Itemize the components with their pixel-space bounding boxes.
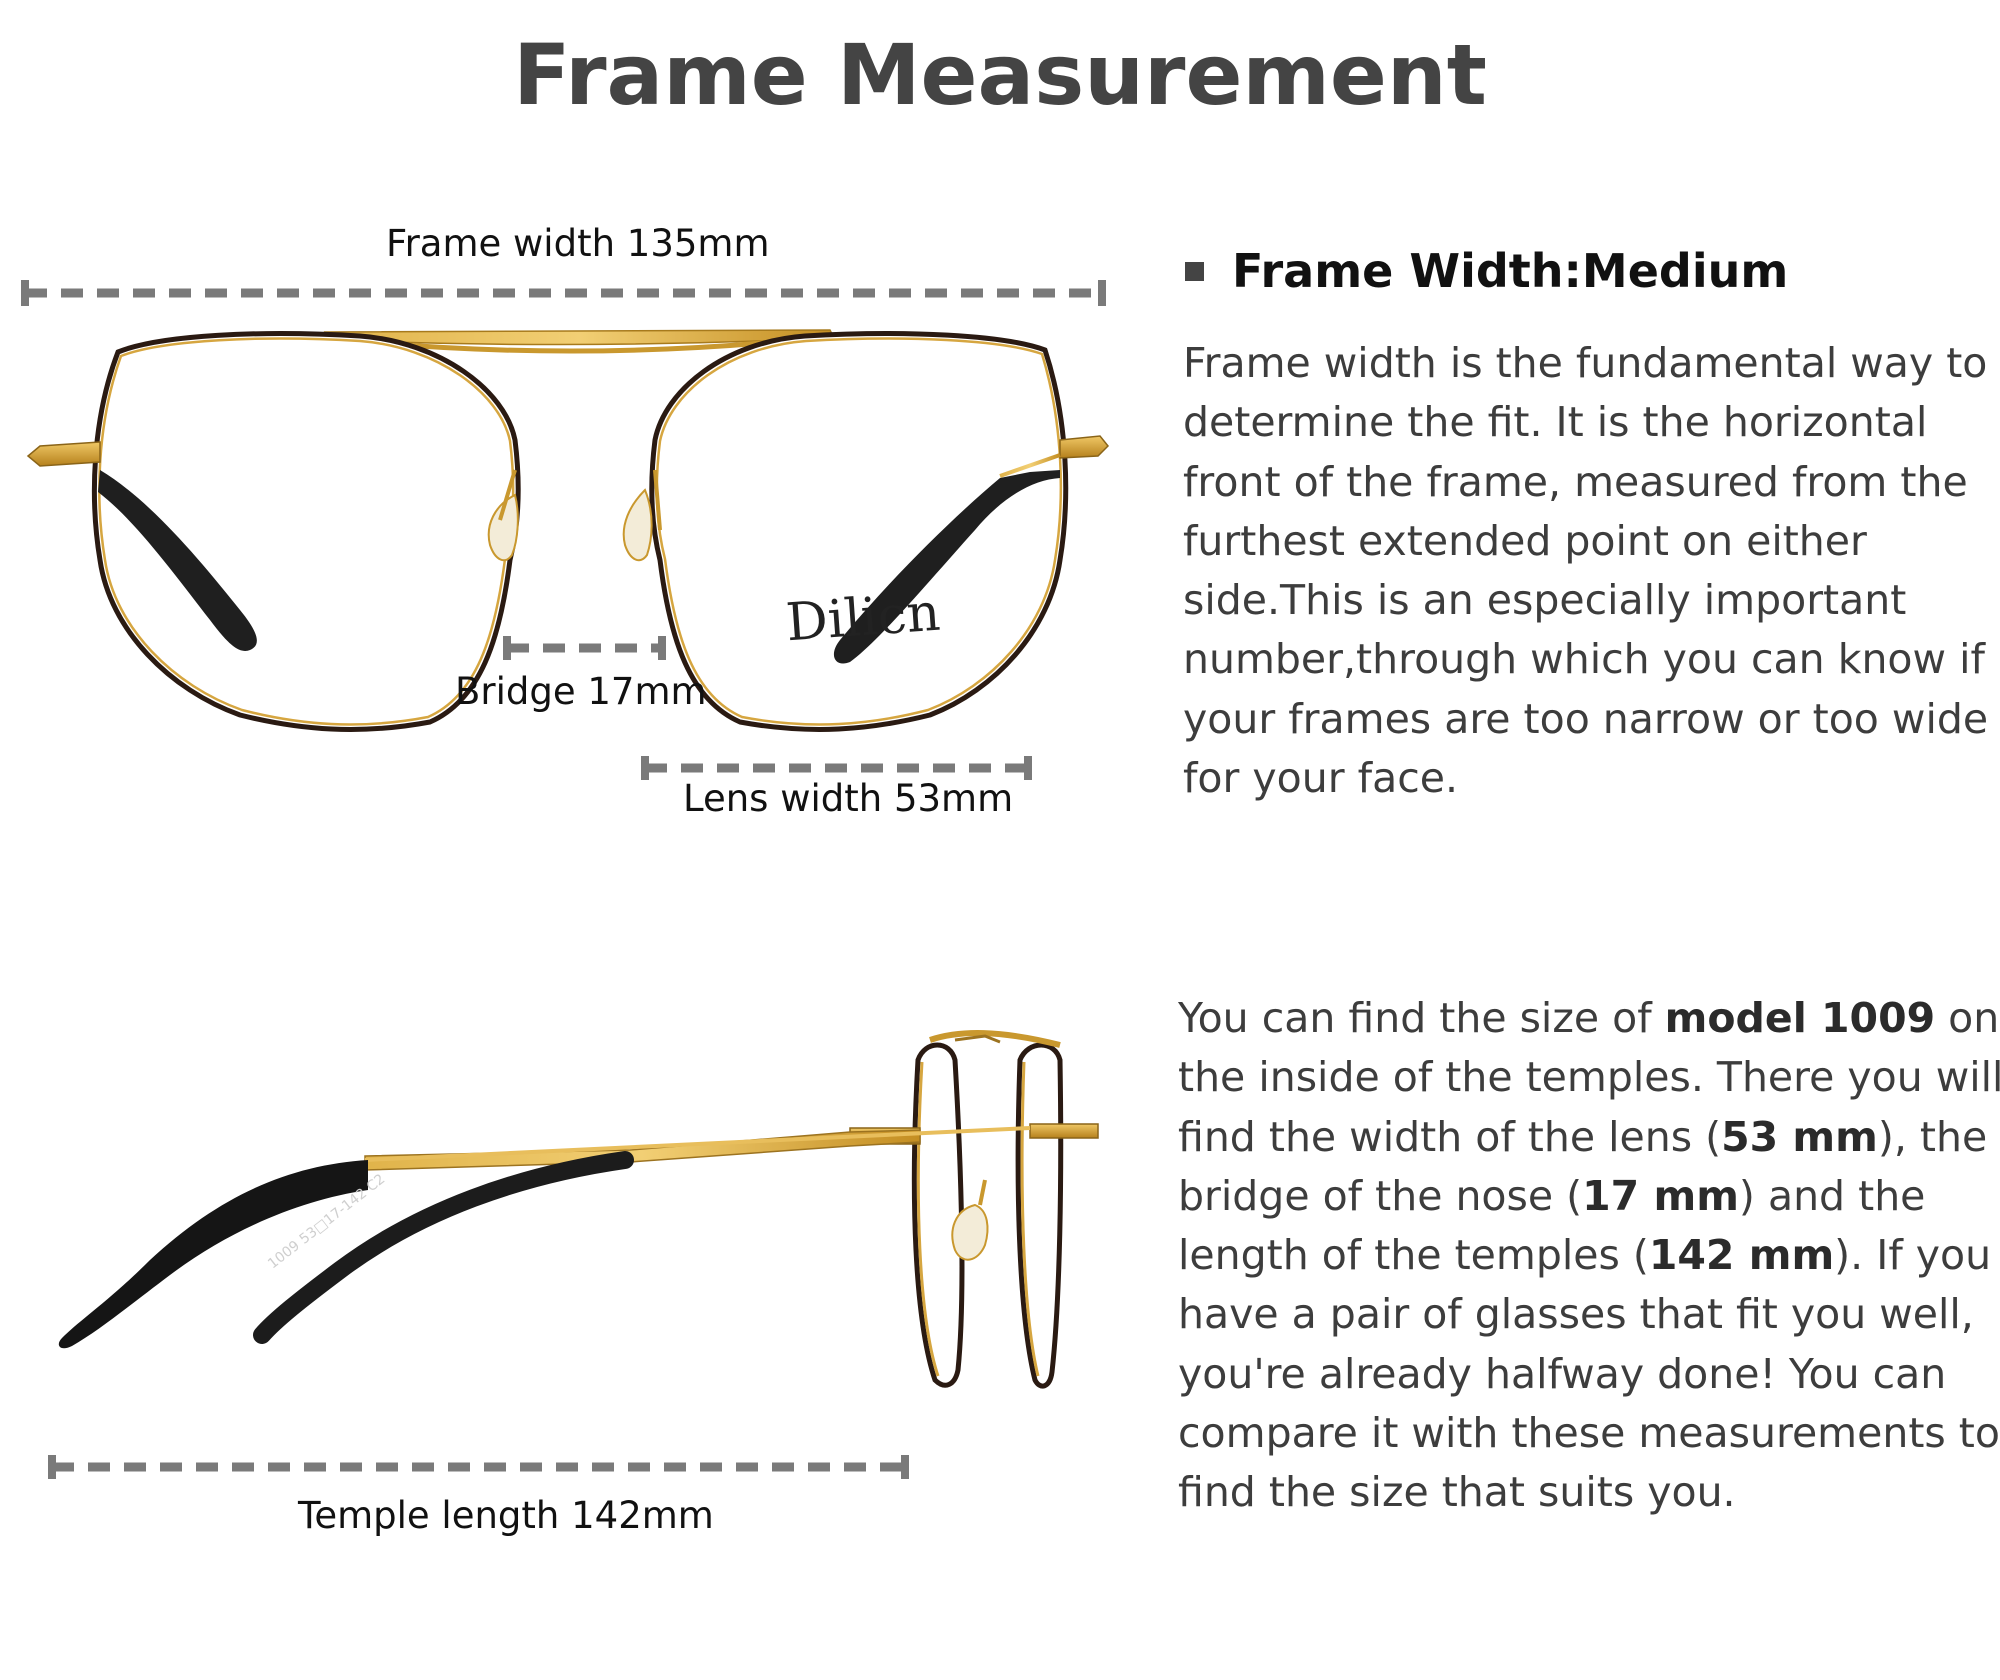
text-run: ) and the	[1738, 1171, 1926, 1220]
paragraph-line: You can find the size of model 1009 on	[1178, 989, 1999, 1048]
paragraph-line: find the size that suits you.	[1178, 1468, 1736, 1517]
bridge-value: 17 mm	[1582, 1171, 1739, 1220]
frame-width-description: Frame width is the fundamental way to de…	[1183, 334, 1989, 808]
square-bullet-icon	[1185, 261, 1204, 281]
text-run: ). If you	[1834, 1231, 1992, 1280]
brand-logo: Dilicn	[784, 582, 943, 654]
paragraph-line: front of the frame, measured from the	[1183, 457, 1968, 506]
model-number: model 1009	[1664, 994, 1936, 1042]
paragraph-line: you're already halfway done! You can	[1178, 1349, 1947, 1398]
paragraph-line: bridge of the nose (17 mm) and the	[1178, 1167, 1988, 1226]
glasses-front-view	[26, 329, 1110, 732]
paragraph-line: number,through which you can know if	[1183, 635, 1985, 684]
text-run: length of the temples (	[1178, 1231, 1649, 1280]
temple-length-value: 142 mm	[1648, 1231, 1835, 1280]
bridge-measure-line	[503, 636, 666, 660]
paragraph-line: Frame width is the fundamental way to	[1183, 339, 1988, 387]
glasses-side-view	[58, 1030, 1099, 1389]
paragraph-line: side.This is an especially important	[1183, 576, 1907, 625]
text-run: bridge of the nose (	[1178, 1171, 1583, 1220]
bridge-label: Bridge 17mm	[455, 670, 707, 713]
temple-length-label: Temple length 142mm	[298, 1494, 714, 1537]
text-run: on	[1935, 994, 2000, 1042]
paragraph-line: find the width of the lens (53 mm), the	[1178, 1108, 1988, 1167]
paragraph-line: your frames are too narrow or too wide	[1183, 694, 1989, 743]
lens-width-value: 53 mm	[1721, 1112, 1878, 1161]
temple-length-measure-line	[48, 1455, 909, 1479]
text-run: ), the	[1877, 1112, 1988, 1161]
text-run: find the width of the lens (	[1178, 1112, 1722, 1161]
paragraph-line: have a pair of glasses that fit you well…	[1178, 1290, 1974, 1339]
paragraph-line: for your face.	[1183, 754, 1458, 803]
lens-width-measure-line	[641, 756, 1032, 780]
page-title: Frame Measurement	[513, 26, 1487, 124]
section-heading-text: Frame Width:Medium	[1232, 244, 1789, 298]
nose-pad-left	[487, 469, 519, 562]
frame-width-measure-line	[21, 280, 1106, 306]
section-heading: Frame Width:Medium	[1185, 244, 1788, 298]
text-run: You can find the size of	[1178, 994, 1665, 1042]
paragraph-line: compare it with these measurements to	[1178, 1409, 2000, 1458]
paragraph-line: determine the fit. It is the horizontal	[1183, 398, 1928, 447]
paragraph-line: the inside of the temples. There you wil…	[1178, 1053, 2000, 1102]
nose-pad-right	[622, 469, 662, 562]
paragraph-line: length of the temples (142 mm). If you	[1178, 1226, 1992, 1285]
paragraph-line: furthest extended point on either	[1183, 516, 1867, 565]
model-size-description: You can find the size of model 1009 on t…	[1178, 989, 2000, 1523]
lens-width-label: Lens width 53mm	[683, 777, 1014, 820]
frame-width-label: Frame width 135mm	[386, 222, 770, 265]
